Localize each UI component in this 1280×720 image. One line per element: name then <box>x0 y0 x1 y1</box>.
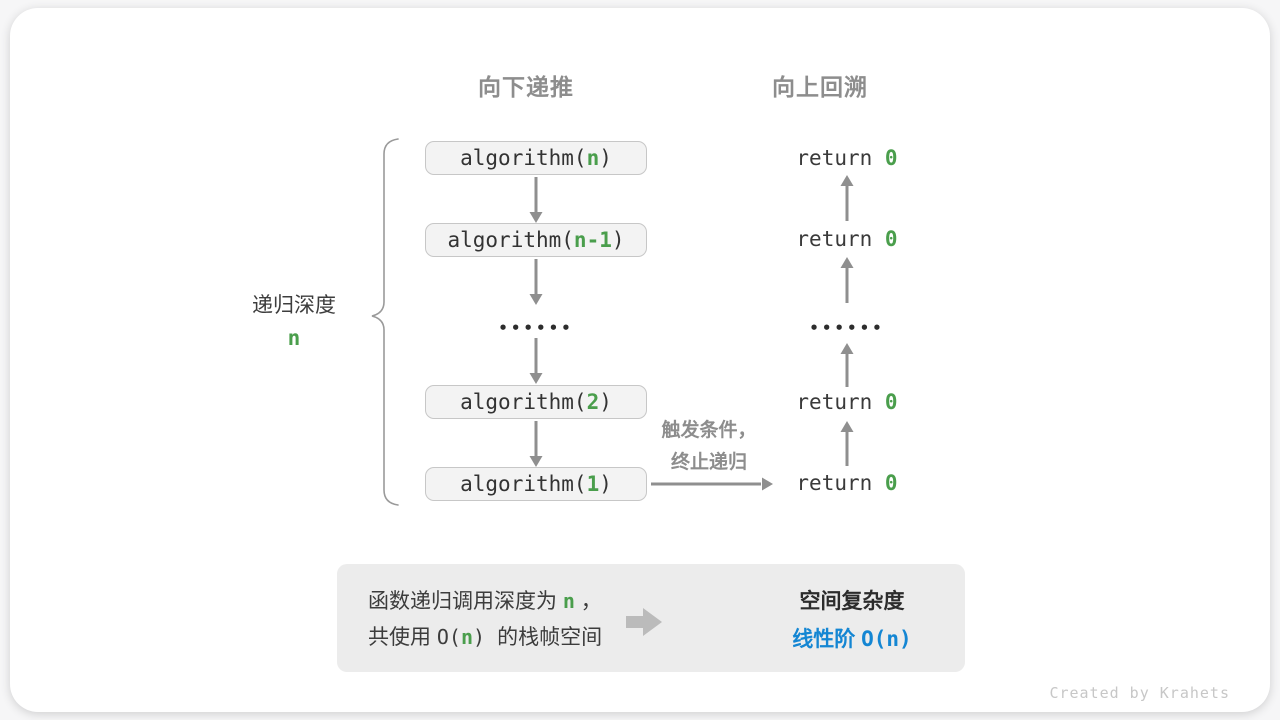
call-text: algorithm( <box>460 390 587 414</box>
summary-on: n <box>460 625 473 649</box>
return-value: 0 <box>884 146 898 170</box>
call-box-n: algorithm(n) <box>425 141 647 175</box>
return-statement: return 0 <box>796 227 898 251</box>
arrow-down-icon <box>529 338 543 384</box>
summary-panel: 函数递归调用深度为 n ， 共使用 O(n) 的栈帧空间 空间复杂度 线性阶 O… <box>337 564 965 672</box>
return-value: 0 <box>884 471 898 495</box>
ellipsis-left: •••••• <box>498 319 574 337</box>
diagram-card: 向下递推 向上回溯 递归深度 n algorithm(n) algorithm(… <box>10 8 1270 712</box>
summary-n: n <box>562 589 575 613</box>
return-value: 0 <box>884 390 898 414</box>
trigger-note-line1: 触发条件， <box>661 420 757 441</box>
call-text: algorithm( <box>447 228 574 252</box>
call-text: algorithm( <box>460 472 587 496</box>
credit-text: Created by Krahets <box>1049 684 1230 702</box>
call-box-1: algorithm(1) <box>425 467 647 501</box>
recursion-depth-label: 递归深度 <box>252 294 336 317</box>
return-statement: return 0 <box>796 146 898 170</box>
space-complexity-title: 空间复杂度 <box>799 590 905 613</box>
call-arg: 2 <box>586 390 600 414</box>
arrow-up-icon <box>840 257 854 303</box>
summary-left-line2: 共使用 O(n) 的栈帧空间 <box>368 625 603 649</box>
return-value: 0 <box>884 227 898 251</box>
arrow-up-icon <box>840 343 854 387</box>
trigger-note-line2: 终止递归 <box>670 452 747 473</box>
arrow-up-icon <box>840 421 854 466</box>
recursion-depth-value: n <box>287 326 301 350</box>
arrow-down-icon <box>529 177 543 223</box>
block-arrow-right-icon <box>626 608 662 636</box>
arrow-right-icon <box>651 477 773 491</box>
header-recurse-down: 向下递推 <box>478 74 574 100</box>
header-backtrack-up: 向上回溯 <box>772 74 868 100</box>
curly-brace <box>371 138 399 506</box>
call-box-n-1: algorithm(n-1) <box>425 223 647 257</box>
arrow-up-icon <box>840 175 854 221</box>
call-text: algorithm( <box>460 146 587 170</box>
call-arg: n-1 <box>573 228 612 252</box>
summary-left-line1: 函数递归调用深度为 n ， <box>368 589 602 613</box>
call-arg: n <box>586 146 600 170</box>
arrow-down-icon <box>529 259 543 305</box>
return-statement: return 0 <box>796 471 898 495</box>
call-box-2: algorithm(2) <box>425 385 647 419</box>
call-arg: 1 <box>586 472 600 496</box>
ellipsis-right: •••••• <box>809 319 885 337</box>
return-statement: return 0 <box>796 390 898 414</box>
arrow-down-icon <box>529 421 543 467</box>
space-complexity-result: 线性阶 O(n) <box>792 627 912 651</box>
